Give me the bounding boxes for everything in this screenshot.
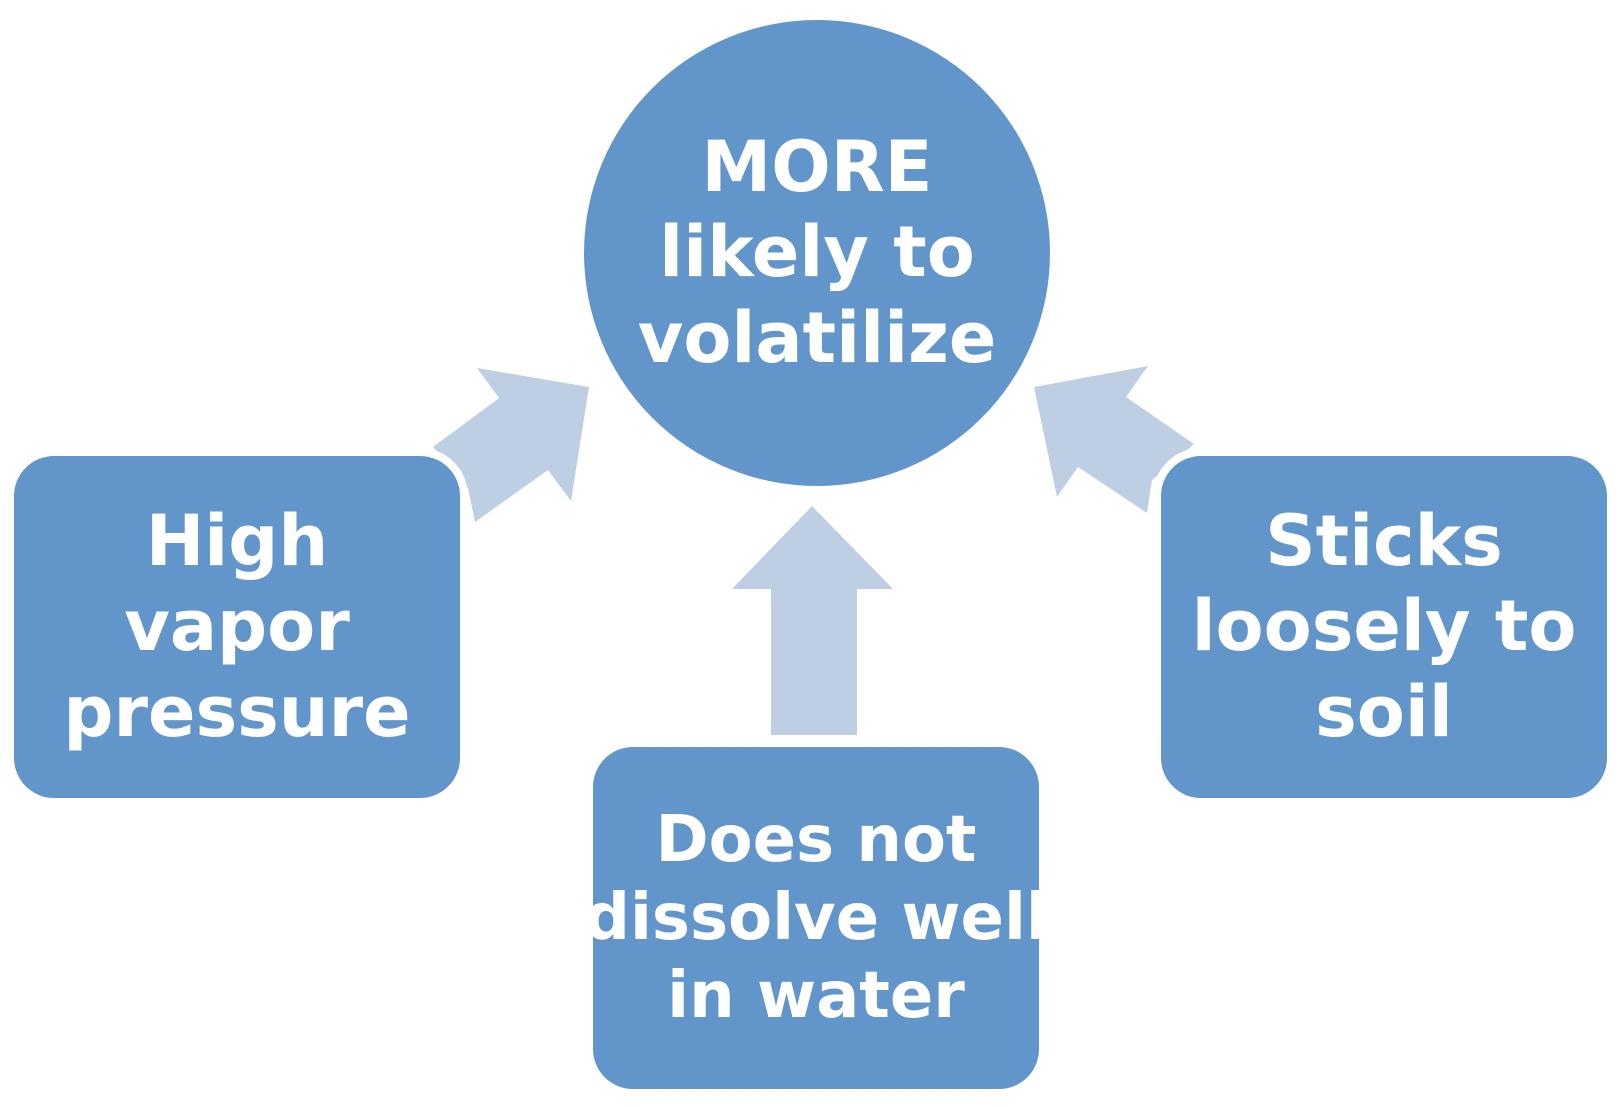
- factor-right-line-2: loosely to: [1191, 585, 1577, 668]
- factor-left-line-3: pressure: [63, 670, 411, 753]
- factor-left-line-1: High: [145, 499, 329, 582]
- outcome-circle: MORE likely to volatilize: [584, 20, 1050, 486]
- arrow-right-to-center: [1034, 366, 1194, 513]
- factor-bottom-line-1: Does not: [655, 802, 977, 877]
- factor-label-water-solubility: Does not dissolve well in water: [584, 801, 1048, 1035]
- outcome-line-3: volatilize: [637, 296, 997, 379]
- outcome-line-2: likely to: [659, 211, 975, 294]
- factor-label-vapor-pressure: High vapor pressure: [63, 499, 410, 755]
- outcome-line-1: MORE: [701, 125, 933, 208]
- factor-box-water-solubility: Does not dissolve well in water: [584, 739, 1048, 1097]
- factor-left-line-2: vapor: [124, 585, 350, 668]
- factor-box-soil-sorption: Sticks loosely to soil: [1153, 448, 1615, 806]
- factor-bottom-line-2: dissolve well: [584, 880, 1048, 955]
- factor-bottom-line-3: in water: [667, 959, 965, 1034]
- factor-box-vapor-pressure: High vapor pressure: [6, 448, 468, 806]
- factor-right-line-3: soil: [1315, 670, 1453, 753]
- arrow-bottom-to-center: [732, 506, 893, 735]
- outcome-label: MORE likely to volatilize: [638, 125, 997, 381]
- arrow-left-to-center: [433, 368, 589, 522]
- factor-label-soil-sorption: Sticks loosely to soil: [1192, 499, 1577, 755]
- factor-right-line-1: Sticks: [1265, 499, 1503, 582]
